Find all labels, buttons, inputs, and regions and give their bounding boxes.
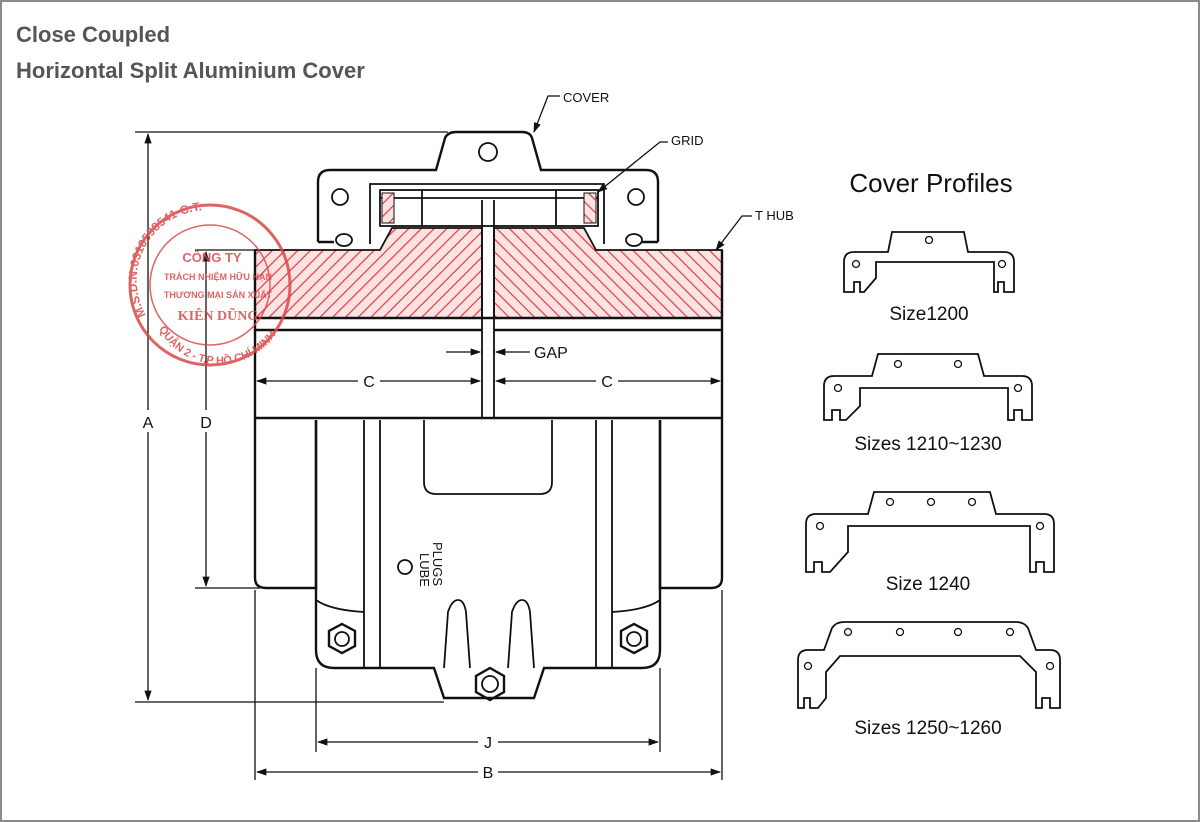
profile-label-1240: Size 1240	[886, 574, 971, 595]
stamp-line2: TRÁCH NHIỆM HỮU HẠN	[164, 271, 272, 282]
lube-plugs-line1: LUBE	[417, 553, 432, 587]
cover-bolt-hole-right	[627, 188, 645, 206]
dim-b-label: B	[483, 765, 494, 782]
stamp-line3: THƯƠNG MẠI SẢN XUẤT	[164, 289, 273, 300]
grid-spring	[379, 189, 599, 227]
t-hub-callout: T HUB	[755, 208, 794, 223]
profile-size-1200: Size1200	[843, 231, 1015, 325]
dim-d-label: D	[200, 415, 212, 432]
profile-sizes-1210-1230: Sizes 1210~1230	[823, 353, 1033, 455]
callouts: COVER GRID T HUB LUBE PLUGS	[417, 90, 794, 587]
cover-bolt-hole-left	[331, 188, 349, 206]
cover-callout: COVER	[563, 90, 609, 105]
profile-label-1210-1230: Sizes 1210~1230	[854, 434, 1001, 455]
cover-top-lug	[316, 130, 660, 242]
seal-right	[625, 233, 643, 247]
profile-sizes-1250-1260: Sizes 1250~1260	[797, 621, 1061, 739]
bolt-right	[619, 622, 649, 655]
cover-bolt-hole-top	[478, 142, 498, 162]
gap-label: GAP	[534, 345, 568, 362]
bolt-left	[327, 622, 357, 655]
dim-j-label: J	[484, 735, 492, 752]
stamp-line1: CÔNG TY	[182, 250, 242, 265]
profile-label-1250-1260: Sizes 1250~1260	[854, 718, 1001, 739]
dim-c-right-label: C	[601, 374, 613, 391]
coupling-section-view	[253, 130, 724, 702]
bolt-bottom	[474, 666, 506, 702]
title-line-2: Horizontal Split Aluminium Cover	[16, 58, 365, 83]
dim-c-left-label: C	[363, 374, 375, 391]
hub-outline	[253, 250, 724, 420]
grid-callout: GRID	[671, 133, 704, 148]
dimension-lines: A D C C GAP J B	[135, 131, 723, 783]
cover-window	[423, 420, 553, 495]
profile-size-1240: Size 1240	[805, 491, 1055, 595]
title-line-1: Close Coupled	[16, 22, 171, 47]
cover-lower-body	[253, 420, 724, 590]
stamp-line4: KIÊN DŨNG	[178, 306, 259, 324]
profile-label-1200: Size1200	[889, 304, 968, 325]
seal-left	[335, 233, 353, 247]
cover-profiles: Cover Profiles Size1200 Sizes 1210~1230	[797, 168, 1061, 739]
hub-right-section	[493, 227, 723, 319]
lube-plugs-line2: PLUGS	[430, 542, 445, 586]
lube-plug	[397, 559, 413, 575]
cover-profiles-heading: Cover Profiles	[849, 168, 1012, 198]
dim-a-label: A	[143, 415, 154, 432]
